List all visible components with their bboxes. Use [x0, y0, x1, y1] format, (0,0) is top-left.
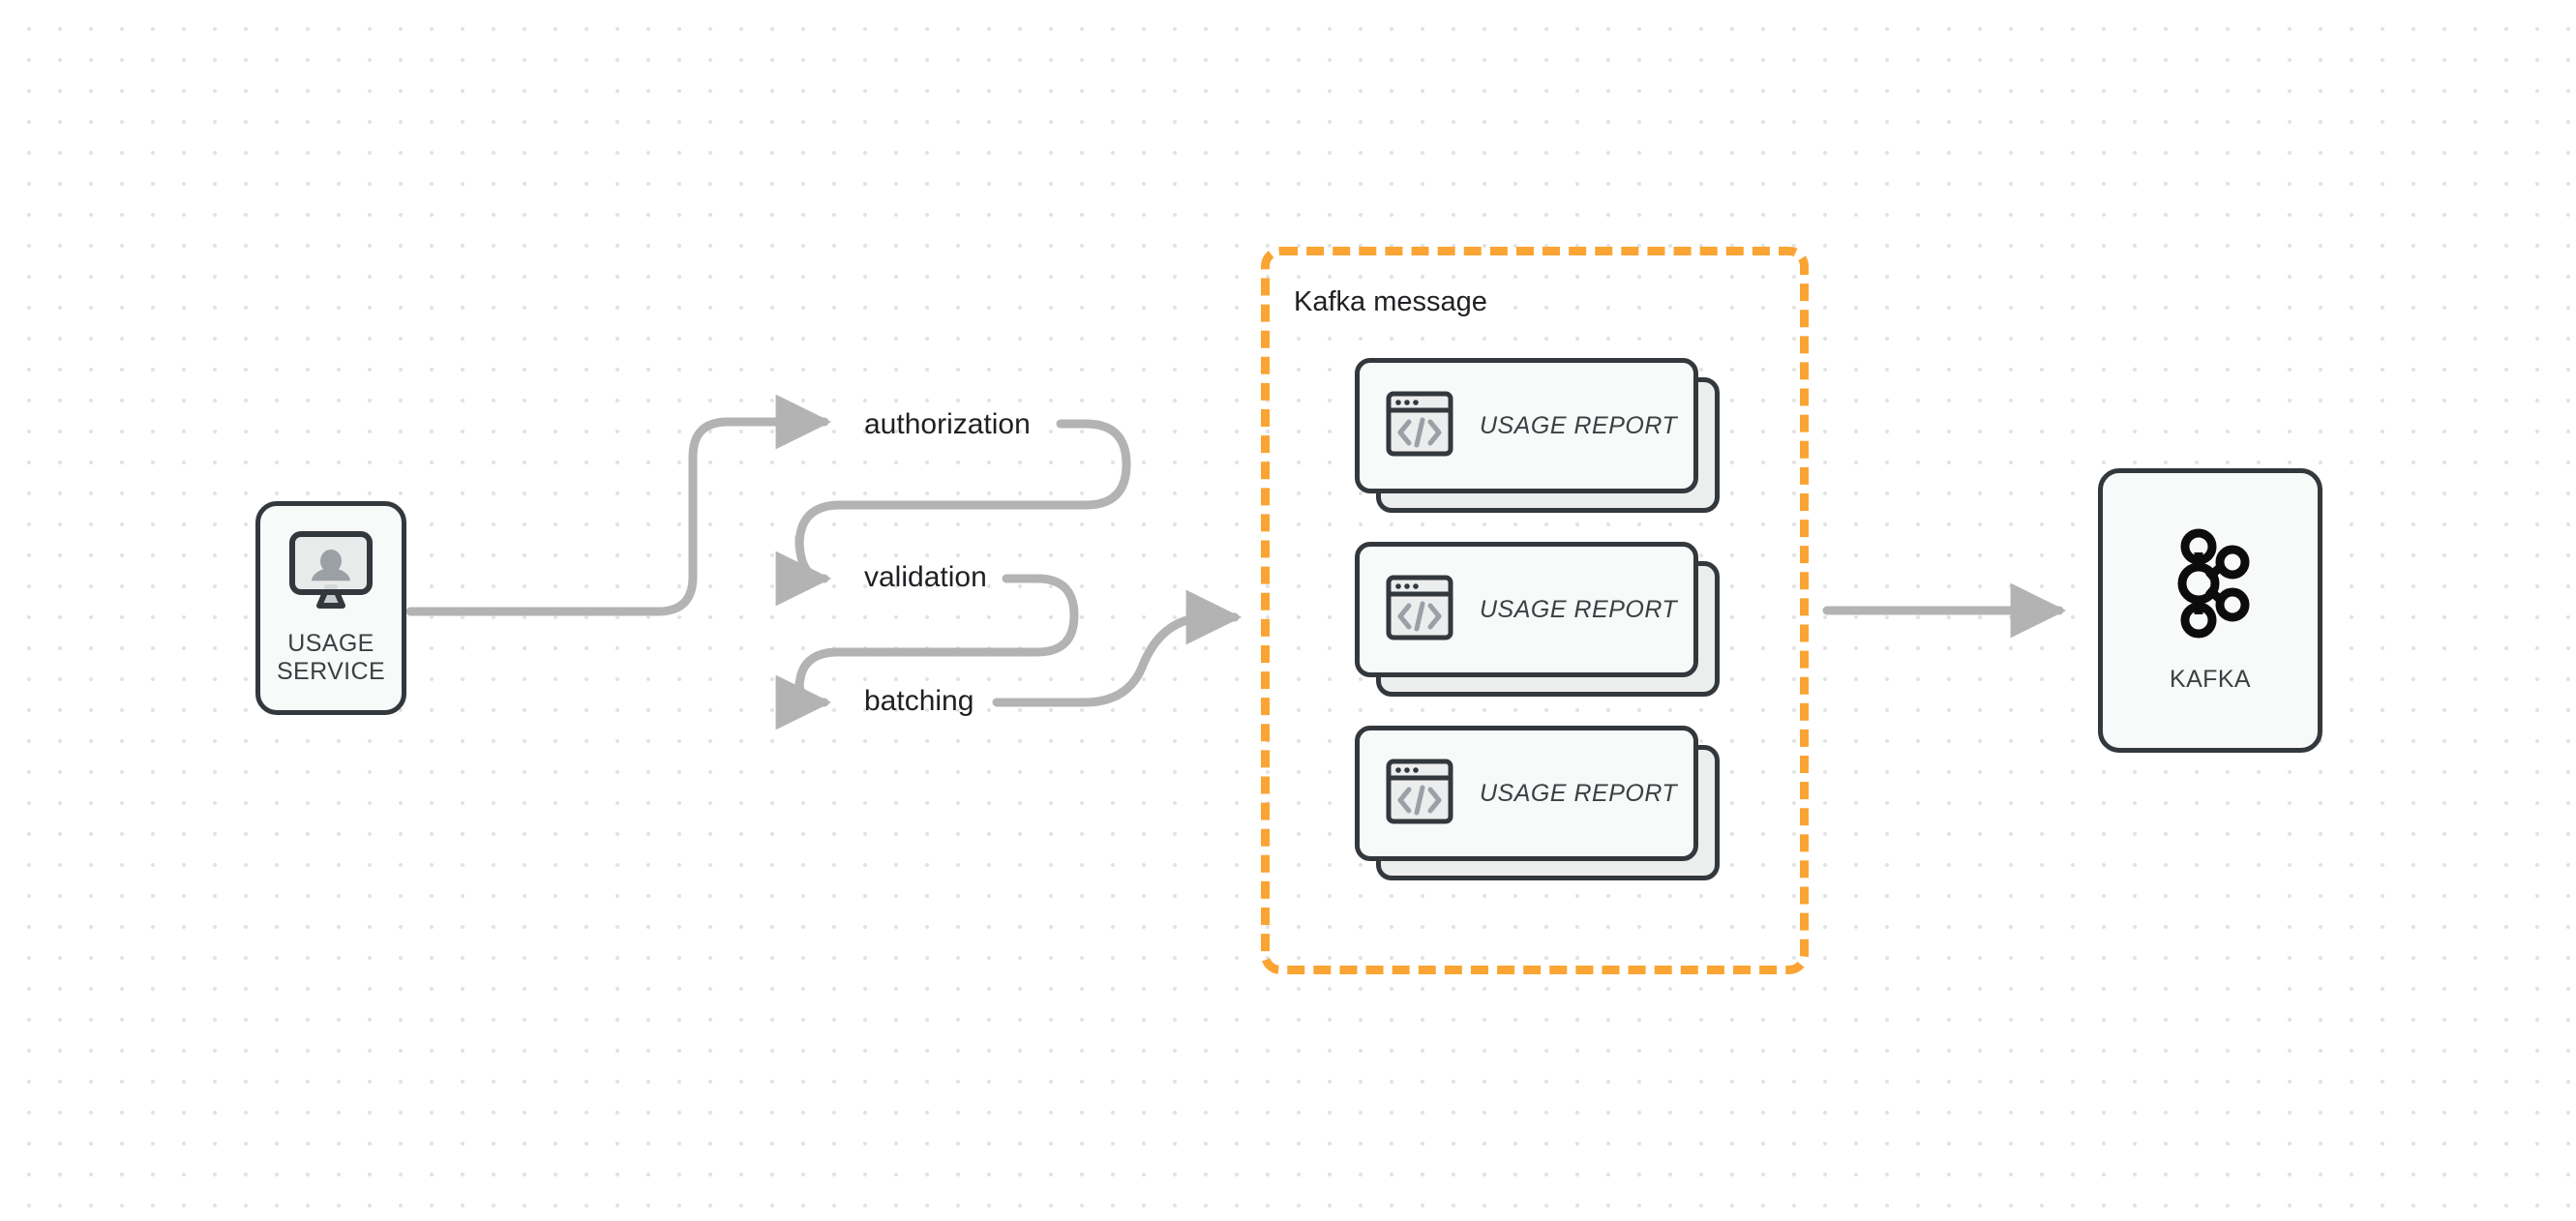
- step-label-authorization[interactable]: authorization: [864, 408, 1031, 440]
- node-usage-service[interactable]: USAGE SERVICE: [255, 501, 406, 715]
- group-title-kafka-message: Kafka message: [1294, 286, 1487, 317]
- card-usage-report[interactable]: USAGE REPORT: [1355, 358, 1722, 513]
- card-front: USAGE REPORT: [1355, 542, 1698, 677]
- node-label-usage-service: USAGE SERVICE: [276, 630, 386, 685]
- connector-batching-to-kafka-message: [992, 589, 1243, 707]
- card-front: USAGE REPORT: [1355, 726, 1698, 861]
- node-label-kafka: KAFKA: [2170, 666, 2251, 693]
- connector-usage-service-to-authorization: [405, 394, 832, 616]
- card-label: USAGE REPORT: [1480, 411, 1678, 439]
- step-label-batching[interactable]: batching: [864, 685, 974, 717]
- monitor-user-icon: [286, 530, 375, 616]
- node-kafka[interactable]: KAFKA: [2098, 468, 2322, 753]
- card-usage-report[interactable]: USAGE REPORT: [1355, 726, 1722, 880]
- code-window-icon: [1385, 757, 1454, 831]
- group-kafka-message[interactable]: [1261, 247, 1809, 974]
- card-label: USAGE REPORT: [1480, 595, 1678, 623]
- code-window-icon: [1385, 389, 1454, 463]
- connector-validation-to-batching: [775, 574, 1079, 730]
- card-label: USAGE REPORT: [1480, 779, 1678, 807]
- card-front: USAGE REPORT: [1355, 358, 1698, 493]
- connector-authorization-to-validation: [775, 419, 1131, 607]
- step-label-validation[interactable]: validation: [864, 561, 987, 593]
- kafka-logo-icon: [2162, 527, 2259, 644]
- card-usage-report[interactable]: USAGE REPORT: [1355, 542, 1722, 697]
- code-window-icon: [1385, 573, 1454, 647]
